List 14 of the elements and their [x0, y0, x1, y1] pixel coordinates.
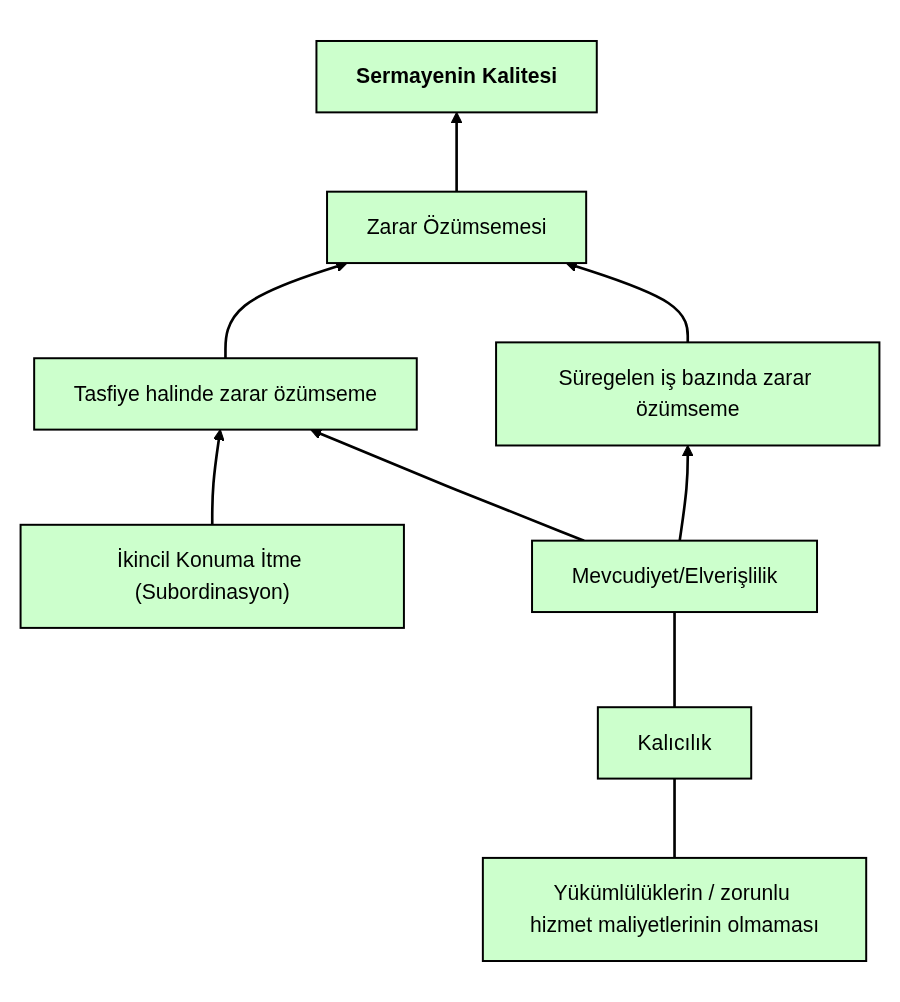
node-box: Yükümlülüklerin / zorunlu hizmet maliyetlerinin olmaması: [481, 856, 868, 962]
node-box: Tasfiye halinde zarar özümseme: [33, 357, 418, 431]
connector: [673, 612, 676, 708]
node-box: Sermayenin Kalitesi: [315, 40, 598, 114]
node-box: Mevcudiyet/Elverişlilik: [531, 539, 818, 614]
connector: [673, 778, 676, 858]
node-box: Süregelen iş bazında zarar özümseme: [495, 341, 881, 447]
arrow: [310, 428, 585, 542]
arrow: [678, 444, 694, 541]
node-box: İkincil Konuma İtme (Subordinasyon): [19, 523, 405, 629]
node-box: Kalıcılık: [596, 706, 753, 780]
node-box: Zarar Özümsemesi: [326, 190, 588, 265]
arrow: [450, 111, 463, 192]
arrow: [210, 429, 225, 525]
